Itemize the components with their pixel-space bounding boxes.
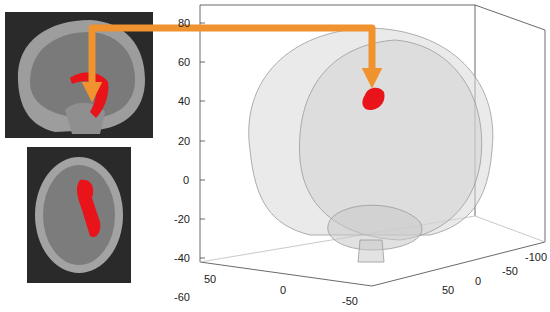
axis-tick-label: -50 (342, 296, 358, 307)
axis-tick-label: 60 (178, 57, 190, 68)
axis-tick-label: 0 (183, 175, 189, 186)
axis-tick-label: -50 (502, 266, 518, 277)
callout-arrow (92, 28, 372, 92)
red-region-3d (362, 88, 384, 110)
axis-tick-label: -100 (525, 252, 547, 263)
axis-ticks (200, 23, 205, 258)
axis-tick-label: 0 (280, 285, 286, 296)
axis-tick-label: 80 (178, 18, 190, 29)
axis-tick-label: 20 (178, 136, 190, 147)
axial-mri (27, 147, 131, 283)
axis-tick-label: -40 (174, 253, 190, 264)
axis-tick-label: 0 (475, 276, 481, 287)
axis-tick-label: 50 (442, 285, 454, 296)
axis-tick-label: 50 (204, 274, 216, 285)
axis-tick-label: -60 (174, 292, 190, 303)
axis-tick-label: -20 (174, 214, 190, 225)
axis-tick-label: 40 (178, 96, 190, 107)
